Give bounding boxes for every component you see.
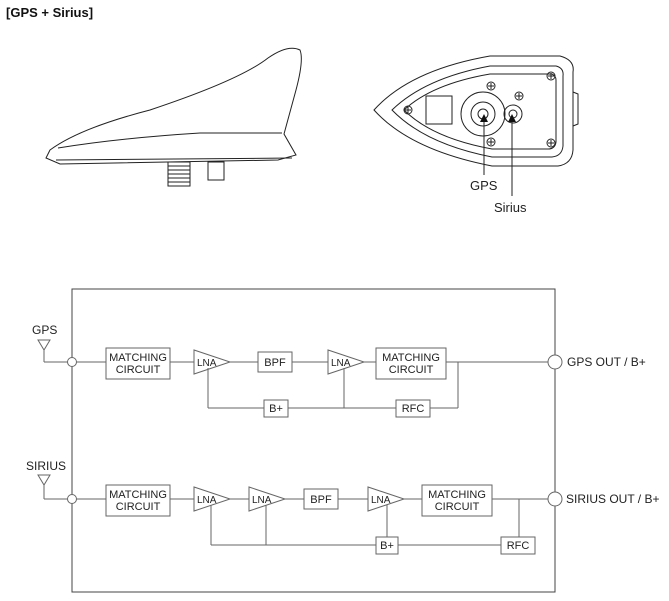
sirius-matching-circuit-1-line1: MATCHING: [109, 489, 167, 501]
gps-output-label: GPS OUT / B+: [567, 355, 646, 369]
antenna-bottom-view: [373, 55, 579, 196]
gps-callout-label: GPS: [470, 178, 498, 193]
sirius-matching-circuit-2-line1: MATCHING: [428, 489, 486, 501]
page-title: [GPS + Sirius]: [6, 5, 94, 20]
gps-lna-1: LNA: [197, 358, 217, 369]
sirius-lna-2: LNA: [252, 495, 272, 506]
sirius-callout-label: Sirius: [494, 200, 527, 215]
sirius-input-label: SIRIUS: [26, 459, 66, 473]
sirius-bpf: BPF: [310, 494, 332, 506]
sirius-signal-path: [37, 474, 563, 555]
sirius-matching-circuit-2-line2: CIRCUIT: [435, 501, 480, 513]
sirius-lna-1: LNA: [197, 495, 217, 506]
gps-matching-circuit-1-line1: MATCHING: [109, 352, 167, 364]
antenna-side-view: [45, 47, 302, 187]
gps-signal-path: [37, 339, 563, 418]
sirius-rfc: RFC: [507, 540, 530, 552]
gps-matching-circuit-2-line2: CIRCUIT: [389, 364, 434, 376]
gps-lna-2: LNA: [331, 358, 351, 369]
gps-bplus: B+: [269, 403, 283, 415]
gps-bpf: BPF: [264, 357, 286, 369]
sirius-lna-3: LNA: [371, 495, 391, 506]
gps-matching-circuit-1-line2: CIRCUIT: [116, 364, 161, 376]
gps-input-label: GPS: [32, 323, 57, 337]
sirius-bplus: B+: [380, 540, 394, 552]
sirius-output-label: SIRIUS OUT / B+: [566, 492, 659, 506]
schematic-frame: [71, 288, 556, 593]
sirius-matching-circuit-1-line2: CIRCUIT: [116, 501, 161, 513]
gps-matching-circuit-2-line1: MATCHING: [382, 352, 440, 364]
gps-rfc: RFC: [402, 403, 425, 415]
